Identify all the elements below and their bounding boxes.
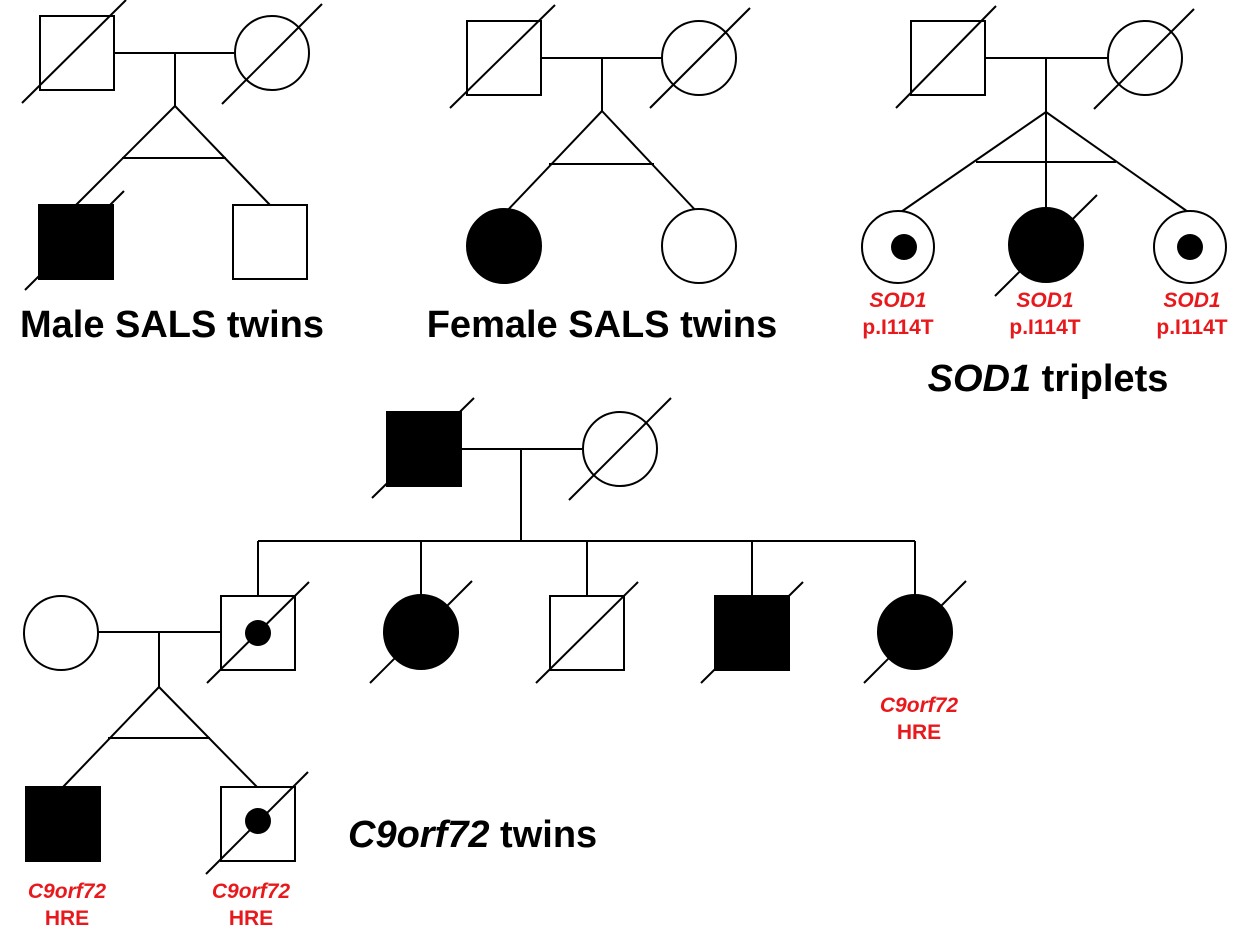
sod1-variant-label-3: p.I114T — [1156, 316, 1227, 339]
sod1-title-rest: triplets — [1031, 358, 1168, 400]
c9-affected-son — [700, 581, 804, 684]
c9-grandfather — [371, 397, 475, 499]
c9-title-rest: twins — [490, 814, 598, 856]
female-sals-affected-twin — [466, 208, 542, 284]
c9-grandmother — [568, 397, 672, 501]
c9-spouse — [23, 595, 99, 671]
male-sals-title: Male SALS twins — [20, 304, 324, 346]
sod1-father — [895, 5, 997, 109]
sod1-gene-label-2: SOD1 — [1016, 289, 1073, 312]
pedigree-lines — [62, 52, 1192, 788]
c9-twin2-variant-label: HRE — [229, 907, 273, 929]
c9-sibling-gene-label: C9orf72 — [880, 694, 959, 717]
female-sals-mother — [649, 7, 751, 109]
sod1-triplets-title: SOD1 triplets — [928, 358, 1169, 400]
male-sals-affected-twin — [24, 190, 125, 291]
sod1-variant-label-2: p.I114T — [1009, 316, 1080, 339]
sod1-mother — [1093, 8, 1195, 110]
sod1-title-gene: SOD1 — [928, 358, 1031, 400]
c9-sibling-variant-label: HRE — [897, 721, 941, 744]
male-sals-mother — [221, 3, 323, 105]
c9-twin2-gene-label: C9orf72 — [212, 880, 291, 903]
female-sals-father — [449, 4, 556, 109]
male-sals-father — [21, 0, 127, 104]
sod1-gene-label-1: SOD1 — [869, 289, 926, 312]
c9-affected-twin — [25, 786, 101, 862]
c9orf72-twins-title: C9orf72 twins — [348, 814, 597, 856]
c9-unaffected-son — [535, 581, 639, 684]
c9-affected-daughter-2 — [863, 580, 967, 684]
c9-title-gene: C9orf72 — [348, 814, 490, 856]
sod1-affected-triplet — [994, 194, 1098, 297]
female-sals-unaffected-twin — [661, 208, 737, 284]
c9-twin1-variant-label: HRE — [45, 907, 89, 929]
male-sals-unaffected-twin — [232, 204, 308, 280]
c9-affected-daughter-1 — [369, 580, 473, 684]
sod1-variant-label-1: p.I114T — [862, 316, 933, 339]
sod1-gene-label-3: SOD1 — [1163, 289, 1220, 312]
c9-twin1-gene-label: C9orf72 — [28, 880, 107, 903]
c9-carrier-twin — [205, 771, 309, 875]
sod1-carrier-triplet-1 — [861, 210, 935, 284]
c9-carrier-son — [206, 581, 310, 684]
female-sals-title: Female SALS twins — [427, 304, 778, 346]
sod1-carrier-triplet-3 — [1153, 210, 1227, 284]
